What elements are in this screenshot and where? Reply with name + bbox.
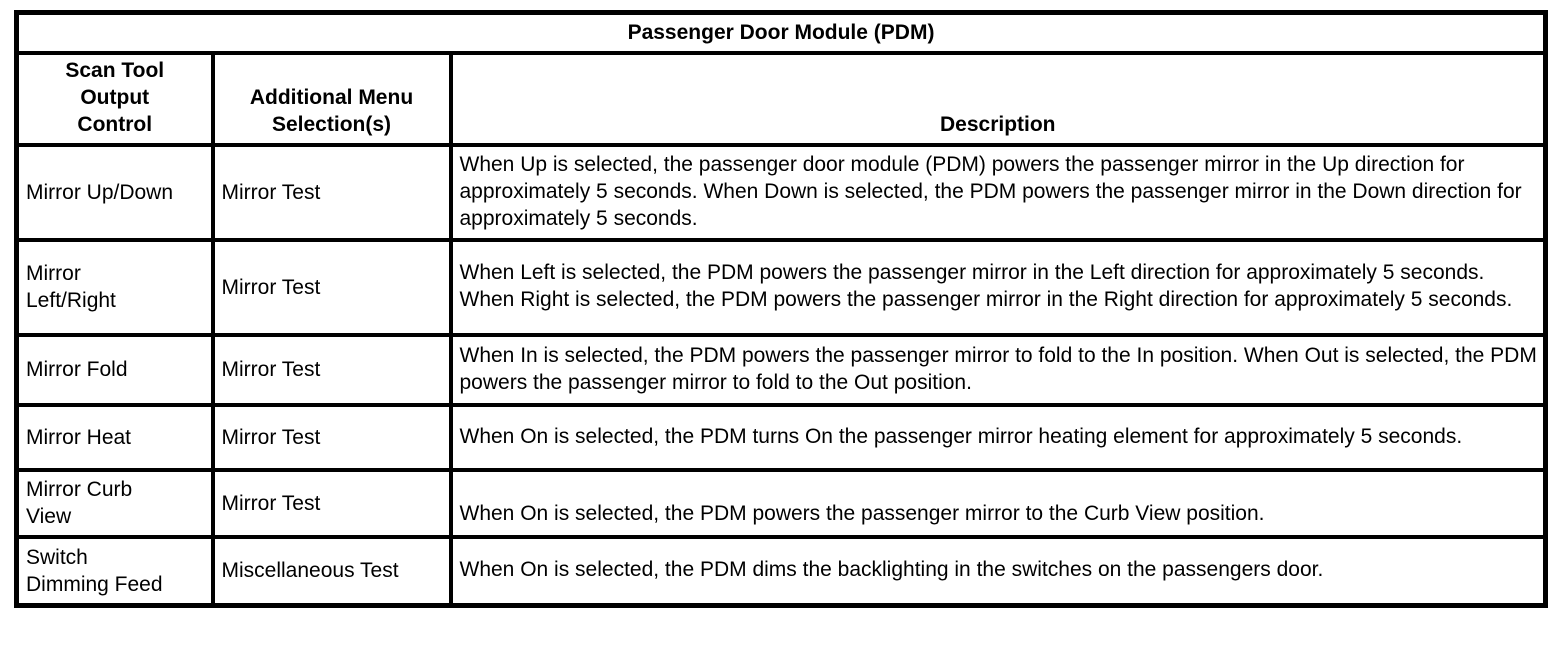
cell-menu: Mirror Test — [210, 402, 453, 472]
cell-description: When On is selected, the PDM turns On th… — [448, 402, 1548, 472]
cell-control: Mirror Fold — [14, 332, 215, 407]
cell-control: Mirror Heat — [14, 402, 215, 472]
table-title-row: Passenger Door Module (PDM) — [14, 10, 1548, 55]
column-header-additional-menu-selections: Additional Menu Selection(s) — [210, 50, 453, 147]
cell-description: When On is selected, the PDM powers the … — [448, 467, 1548, 539]
cell-menu: Mirror Test — [210, 332, 453, 407]
column-header-description: Description — [448, 50, 1548, 147]
table-row-mirror-curb-view: Mirror Curb View Mirror Test When On is … — [14, 467, 1548, 539]
cell-menu: Mirror Test — [210, 467, 453, 539]
cell-description: When In is selected, the PDM powers the … — [448, 332, 1548, 407]
cell-menu: Mirror Test — [210, 237, 453, 337]
cell-menu: Miscellaneous Test — [210, 534, 453, 608]
cell-description: When Left is selected, the PDM powers th… — [448, 237, 1548, 337]
table-row-mirror-heat: Mirror Heat Mirror Test When On is selec… — [14, 402, 1548, 472]
table-row-switch-dimming-feed: Switch Dimming Feed Miscellaneous Test W… — [14, 534, 1548, 608]
pdm-output-control-table: Passenger Door Module (PDM) Scan Tool Ou… — [14, 10, 1548, 608]
table-row-mirror-fold: Mirror Fold Mirror Test When In is selec… — [14, 332, 1548, 407]
table-row-mirror-up-down: Mirror Up/Down Mirror Test When Up is se… — [14, 142, 1548, 242]
cell-control: Mirror Left/Right — [14, 237, 215, 337]
cell-description: When Up is selected, the passenger door … — [448, 142, 1548, 242]
table-title: Passenger Door Module (PDM) — [14, 10, 1548, 55]
cell-control: Mirror Up/Down — [14, 142, 215, 242]
cell-control: Mirror Curb View — [14, 467, 215, 539]
cell-menu: Mirror Test — [210, 142, 453, 242]
table-row-mirror-left-right: Mirror Left/Right Mirror Test When Left … — [14, 237, 1548, 337]
column-header-scan-tool-output-control: Scan Tool Output Control — [14, 50, 215, 147]
table-header-row: Scan Tool Output Control Additional Menu… — [14, 50, 1548, 147]
cell-description: When On is selected, the PDM dims the ba… — [448, 534, 1548, 608]
cell-control: Switch Dimming Feed — [14, 534, 215, 608]
